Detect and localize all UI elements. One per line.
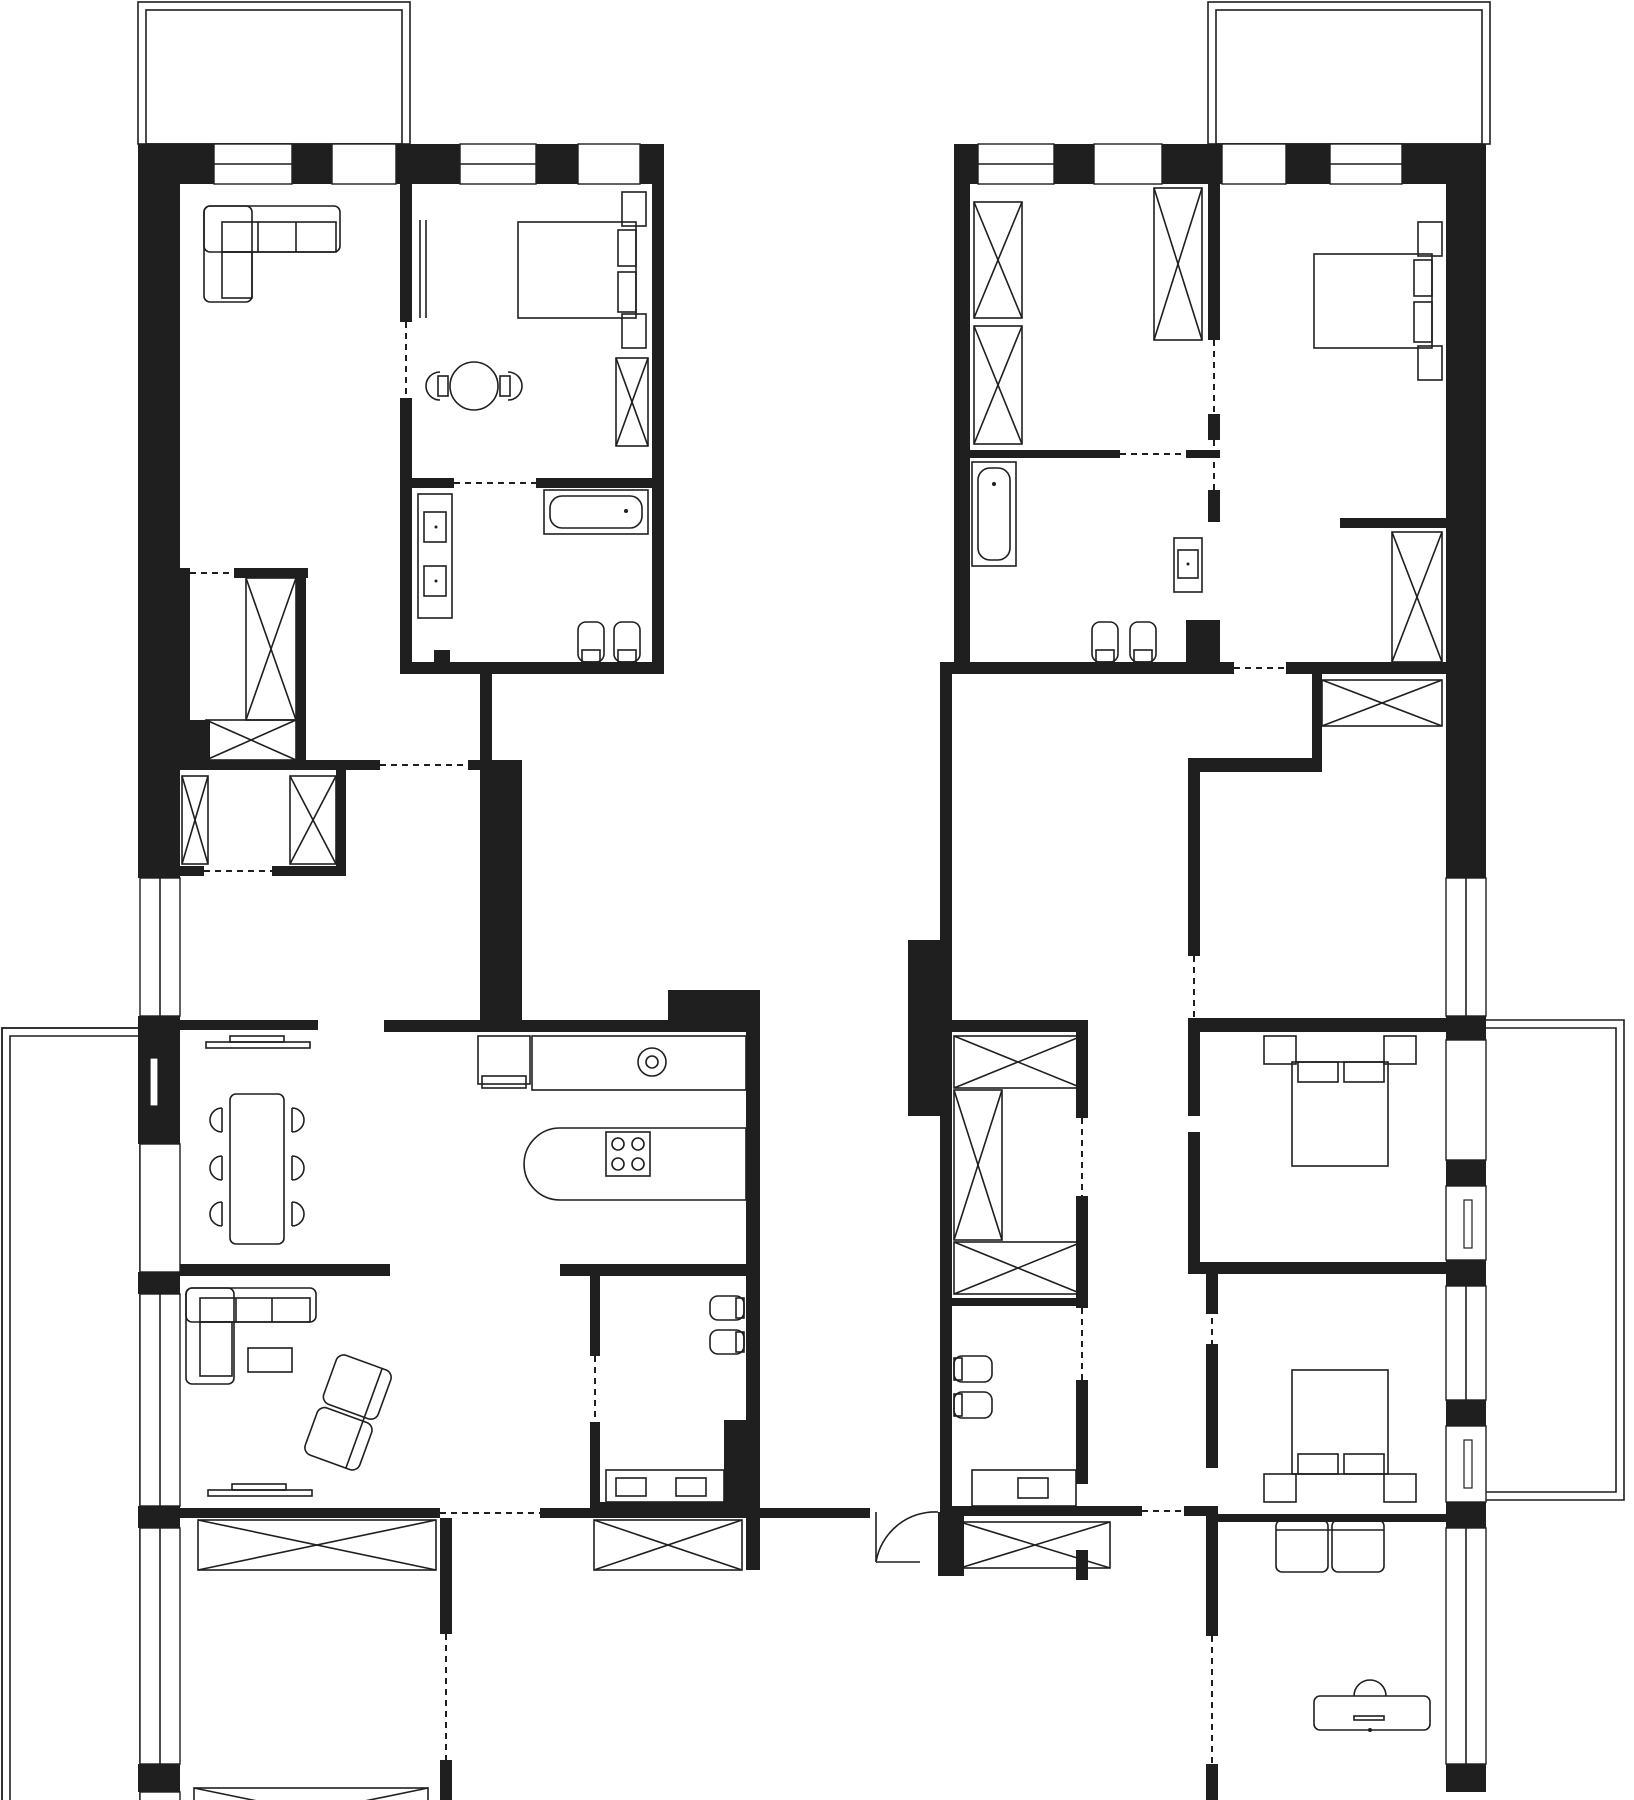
bed-icon (517, 191, 647, 349)
bidet-icon (709, 1329, 745, 1355)
bed-icon (1263, 1035, 1417, 1167)
tv-icon (207, 1483, 313, 1497)
sink-icon (971, 1469, 1077, 1507)
toilet-icon (1091, 621, 1119, 663)
bidet-icon (953, 1391, 993, 1419)
wardrobe-icon (197, 1519, 437, 1571)
bidet-icon (613, 621, 641, 663)
wardrobe-icon (959, 1521, 1111, 1569)
wardrobe-icon (953, 1089, 1003, 1241)
wardrobe-icon (973, 325, 1023, 445)
wardrobe-icon (953, 1241, 1083, 1295)
wardrobe-icon (205, 719, 297, 761)
tv-icon (205, 1035, 311, 1049)
dining-table-icon (209, 1093, 305, 1245)
dining-table-icon (425, 361, 523, 411)
wardrobe-icon (1321, 679, 1443, 727)
walls (138, 144, 1486, 1800)
balcony-icon (1, 1027, 140, 1800)
armchair-icon (1275, 1519, 1385, 1573)
wardrobe-icon (289, 775, 337, 865)
door-openings (190, 322, 1286, 1764)
wardrobe-icon (593, 1519, 743, 1571)
balcony-icon (1486, 1019, 1625, 1501)
wardrobe-icon (615, 357, 649, 447)
cooktop-icon (477, 1035, 747, 1201)
wardrobe-icon (181, 775, 209, 865)
door-swing-icon (875, 1511, 939, 1563)
wardrobe-icon (973, 201, 1023, 319)
balcony-icon (1, 1027, 141, 1800)
armchair-icon (304, 1354, 392, 1471)
toilet-icon (709, 1295, 745, 1321)
sofa-icon (203, 205, 341, 303)
toilet-icon (577, 621, 605, 663)
sofa-icon (185, 1287, 317, 1385)
wardrobe-icon (953, 1035, 1083, 1089)
toilet-icon (953, 1355, 993, 1383)
bathtub-icon (543, 489, 649, 535)
wardrobe-icon (245, 577, 297, 721)
balcony-icon (1207, 1, 1491, 145)
wardrobe-icon (1153, 187, 1203, 341)
sink-icon (605, 1469, 725, 1503)
bed-icon (1263, 1369, 1417, 1503)
window-handle (1463, 1439, 1473, 1489)
sink-icon (1173, 537, 1203, 593)
wardrobe-icon (193, 1787, 429, 1800)
bidet-icon (1129, 621, 1157, 663)
sink-icon (417, 493, 453, 619)
bathtub-icon (971, 461, 1017, 567)
desk-icon (1313, 1679, 1431, 1732)
wardrobe-icon (1391, 531, 1443, 663)
window-handle (1463, 1199, 1473, 1249)
window-handle (149, 1057, 159, 1107)
bed-icon (1313, 221, 1443, 381)
windows (139, 143, 1487, 1800)
balcony-icon (137, 1, 411, 145)
